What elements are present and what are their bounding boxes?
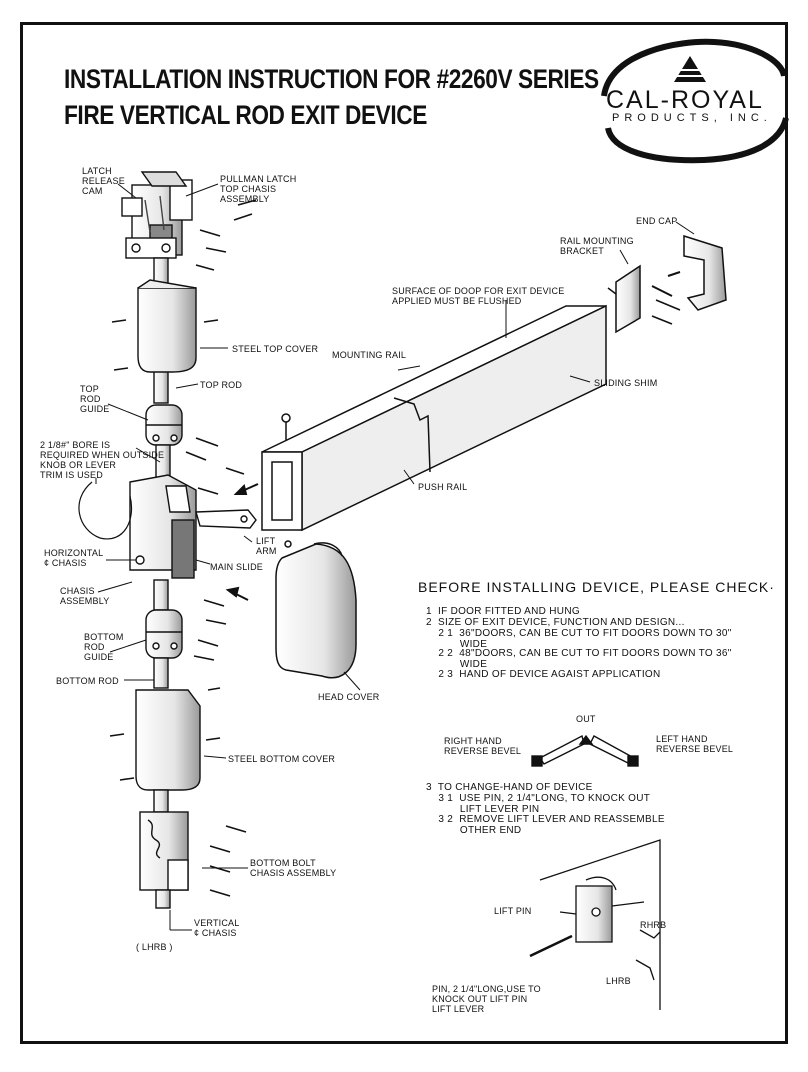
- page-border: [20, 22, 788, 1044]
- label-left-hand-reverse-bevel: LEFT HAND REVERSE BEVEL: [656, 734, 734, 754]
- checklist-item-2-1: 2 1 36"DOORS, CAN BE CUT TO FIT DOORS DO…: [438, 628, 732, 650]
- leader-lines: [95, 183, 695, 931]
- bottom-rod-guide: [145, 609, 183, 659]
- label-end-cap: END CAP: [636, 216, 678, 226]
- label-pullman-latch: PULLMAN LATCH TOP CHASIS ASSEMBLY: [220, 174, 297, 204]
- steel-bottom-cover: [135, 689, 201, 791]
- rail-mounting-bracket: [615, 264, 641, 334]
- bore-circle: [78, 481, 132, 540]
- label-chasis-assembly: CHASIS ASSEMBLY: [60, 586, 110, 606]
- head-cover: [275, 543, 357, 679]
- pullman-latch-top-chasis: [121, 171, 193, 259]
- logo-arc-top: [601, 38, 787, 97]
- checklist-item-2: 2 SIZE OF EXIT DEVICE, FUNCTION AND DESI…: [426, 617, 685, 628]
- label-bottom-bolt-chasis: BOTTOM BOLT CHASIS ASSEMBLY: [250, 858, 337, 878]
- label-main-slide: MAIN SLIDE: [210, 562, 264, 572]
- label-sliding-shim: SLIDING SHIM: [594, 378, 658, 388]
- label-latch-release-cam: LATCH RELEASE CAM: [82, 166, 125, 196]
- cal-royal-logo: [601, 38, 789, 164]
- logo-subtitle: PRODUCTS, INC.: [612, 112, 772, 124]
- label-lhrb-bottom: ( LHRB ): [136, 942, 173, 952]
- logo-arc-bottom: [605, 117, 789, 164]
- label-top-rod: TOP ROD: [200, 380, 243, 390]
- label-head-cover: HEAD COVER: [318, 692, 380, 702]
- change-hand-step-3-1: 3 1 USE PIN, 2 1/4"LONG, TO KNOCK OUT LI…: [438, 793, 651, 815]
- label-surface-of-door: SURFACE OF DOOP FOR EXIT DEVICE APPLIED …: [392, 286, 565, 306]
- label-rail-mounting-bracket: RAIL MOUNTING BRACKET: [560, 236, 634, 256]
- label-rhrb: RHRB: [640, 920, 667, 930]
- checklist-item-2-2: 2 2 48"DOORS, CAN BE CUT TO FIT DOORS DO…: [438, 648, 732, 670]
- label-mounting-rail: MOUNTING RAIL: [332, 350, 407, 360]
- page-title-line-1: INSTALLATION INSTRUCTION FOR #2260V SERI…: [64, 64, 599, 94]
- mounting-screws: [109, 199, 257, 897]
- checklist-item-2-3: 2 3 HAND OF DEVICE AGAIST APPLICATION: [426, 669, 661, 680]
- change-hand-step-3: 3 TO CHANGE-HAND OF DEVICE: [426, 782, 593, 793]
- checklist-item-1: 1 IF DOOR FITTED AND HUNG: [426, 606, 580, 617]
- checklist-title: BEFORE INSTALLING DEVICE, PLEASE CHECK·: [418, 579, 775, 595]
- label-lift-pin: LIFT PIN: [494, 906, 532, 916]
- bevel-diagram: [531, 734, 639, 767]
- vertical-rod-assembly: [121, 171, 257, 909]
- label-vertical-chasis: VERTICAL ¢ CHASIS: [194, 918, 240, 938]
- label-right-hand-reverse-bevel: RIGHT HAND REVERSE BEVEL: [444, 736, 522, 756]
- page-title-line-2: FIRE VERTICAL ROD EXIT DEVICE: [64, 100, 427, 130]
- label-top-rod-guide: TOP ROD GUIDE: [80, 384, 110, 414]
- label-push-rail: PUSH RAIL: [418, 482, 468, 492]
- label-bore-note: 2 1/8#" BORE IS REQUIRED WHEN OUTSIDE KN…: [40, 440, 165, 480]
- logo-name: CAL-ROYAL: [606, 86, 764, 114]
- rail-assembly: [261, 234, 727, 679]
- direction-arrows: [225, 271, 681, 601]
- label-pin-note: PIN, 2 1/4"LONG,USE TO KNOCK OUT LIFT PI…: [432, 984, 541, 1014]
- label-out: OUT: [576, 714, 596, 724]
- steel-top-cover: [137, 287, 197, 373]
- label-bottom-rod: BOTTOM ROD: [56, 676, 119, 686]
- out-arrow-icon: [578, 734, 594, 745]
- bottom-rod: [153, 657, 169, 689]
- label-lhrb: LHRB: [606, 976, 631, 986]
- label-steel-top-cover: STEEL TOP COVER: [232, 344, 319, 354]
- change-hand-diagram: [529, 839, 661, 1010]
- lift-arm: [195, 509, 257, 529]
- change-hand-step-3-2: 3 2 REMOVE LIFT LEVER AND REASSEMBLE OTH…: [438, 814, 665, 836]
- label-steel-bottom-cover: STEEL BOTTOM COVER: [228, 754, 336, 764]
- end-cap: [683, 234, 727, 311]
- label-lift-arm: LIFT ARM: [256, 536, 277, 556]
- label-bottom-rod-guide: BOTTOM ROD GUIDE: [84, 632, 124, 662]
- label-horizontal-chasis: HORIZONTAL ¢ CHASIS: [44, 548, 104, 568]
